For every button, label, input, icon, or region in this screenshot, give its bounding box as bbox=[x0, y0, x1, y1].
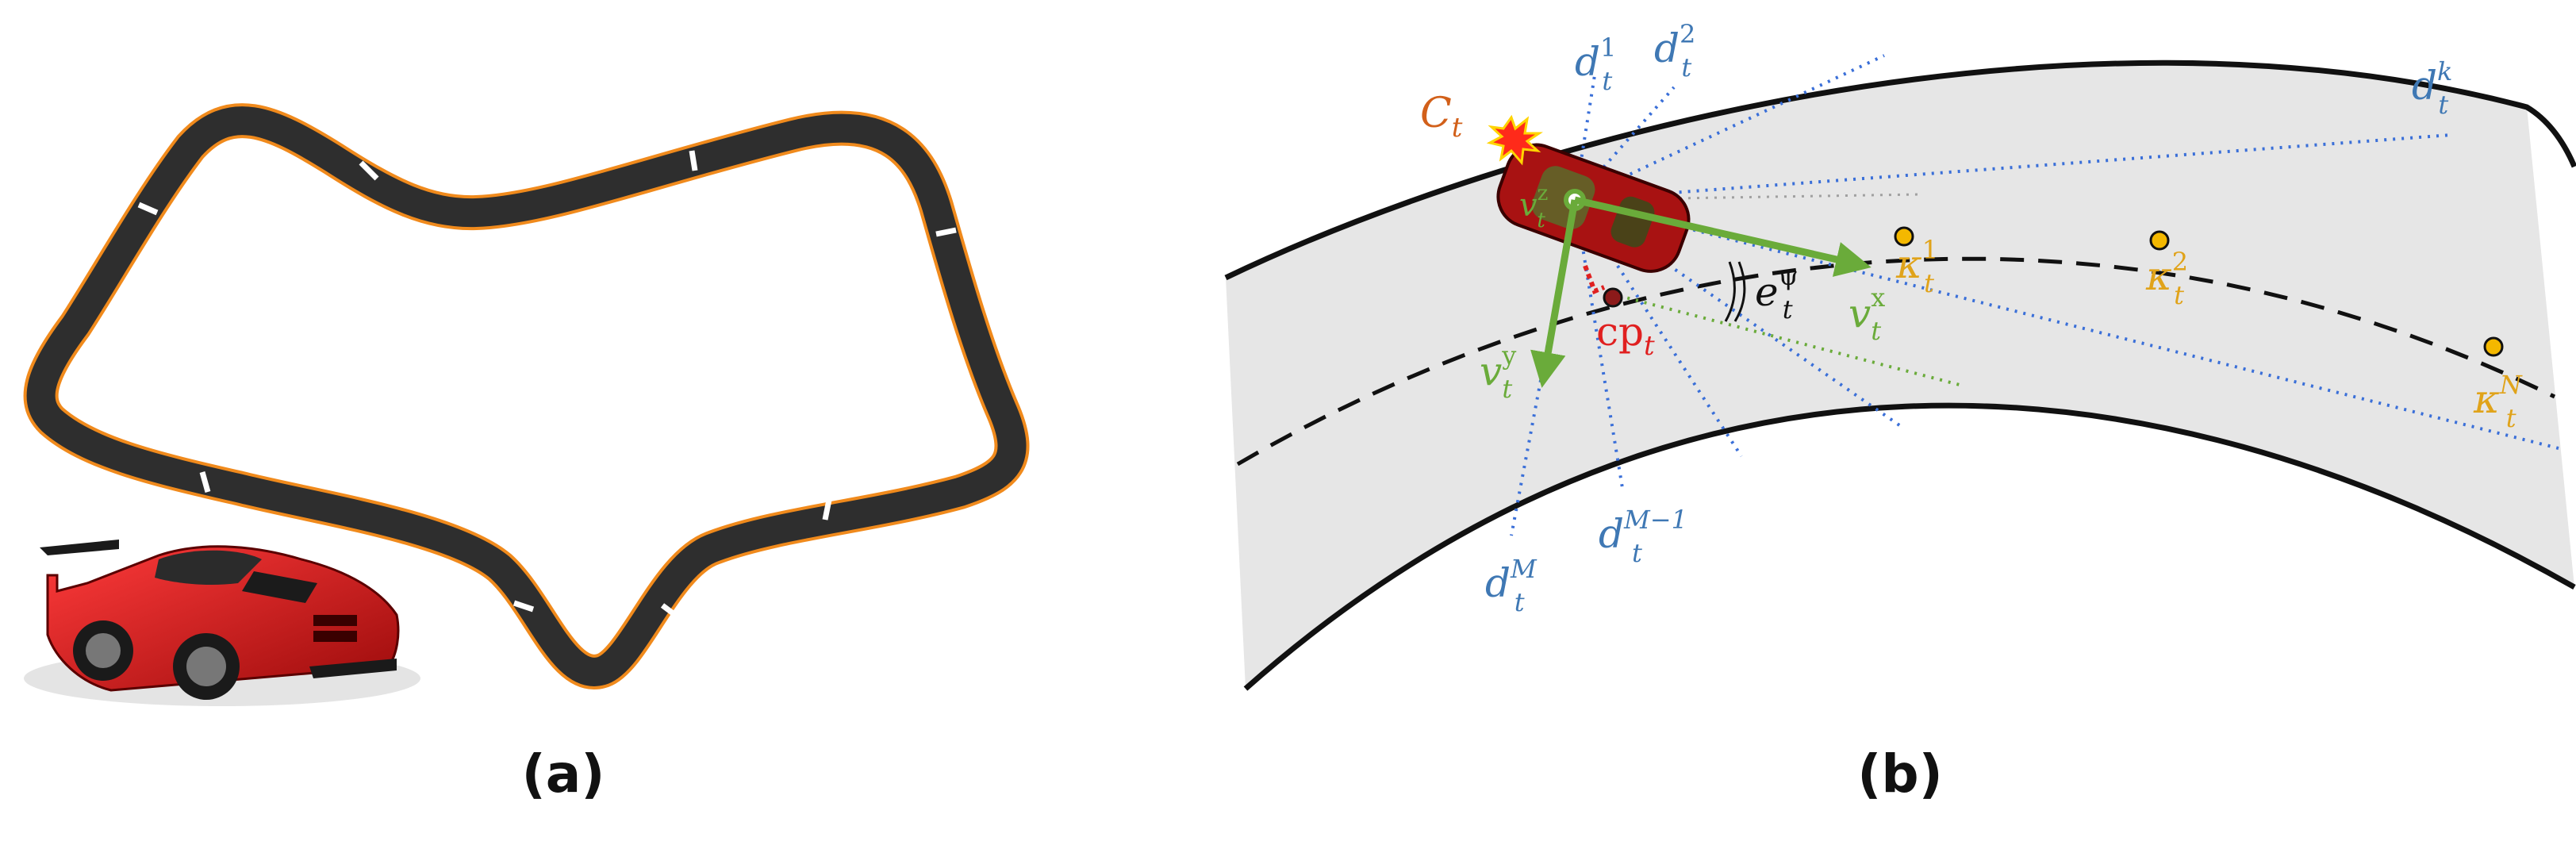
road-outer-edge bbox=[1224, 60, 2576, 281]
velocity-y-arrow bbox=[1530, 199, 1579, 388]
sector-mark bbox=[689, 150, 698, 171]
race-track bbox=[23, 103, 1030, 689]
ray bbox=[1573, 198, 1906, 430]
sector-mark bbox=[359, 160, 379, 181]
sector-mark bbox=[935, 227, 957, 237]
label-closest-point: cpt bbox=[1596, 309, 1655, 362]
heading-error-arc bbox=[1724, 261, 1736, 322]
closest-point-marker bbox=[1603, 287, 1623, 308]
lateral-offset-marker bbox=[1583, 264, 1606, 294]
collision-burst-icon bbox=[1486, 114, 1543, 166]
curvature-point-1 bbox=[1894, 226, 1914, 247]
track-sector-marks bbox=[137, 150, 957, 620]
velocity-x-arrow bbox=[1574, 196, 1872, 277]
panel-b-label: (b) bbox=[1857, 743, 1943, 805]
road-centerline bbox=[1236, 256, 2556, 467]
distance-rays bbox=[1510, 54, 2559, 536]
vehicle bbox=[1496, 143, 1691, 273]
ray-d1 bbox=[1573, 75, 1596, 201]
heading-error-arc-2 bbox=[1733, 261, 1746, 322]
sector-mark bbox=[822, 499, 832, 520]
curvature-point-N bbox=[2483, 336, 2504, 357]
panel-a: (a) bbox=[23, 103, 1030, 805]
ray bbox=[1574, 198, 2559, 450]
sector-mark bbox=[513, 600, 535, 613]
road-inner-edge bbox=[1243, 402, 2576, 691]
curvature-point-2 bbox=[2149, 230, 2170, 251]
label-collision: Ct bbox=[1420, 90, 1463, 144]
race-car-image bbox=[24, 540, 420, 706]
track-asphalt bbox=[26, 106, 1027, 686]
ray bbox=[1573, 198, 1743, 458]
sector-mark bbox=[199, 471, 211, 493]
panel-a-label: (a) bbox=[522, 743, 605, 805]
road-surface bbox=[1226, 63, 2574, 689]
sector-mark bbox=[660, 603, 681, 620]
sector-mark bbox=[137, 202, 159, 216]
